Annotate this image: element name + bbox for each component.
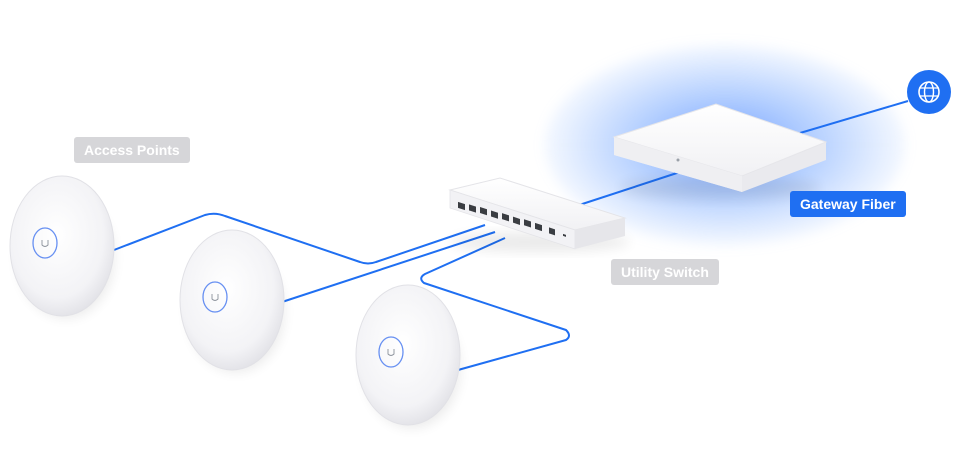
gateway-fiber-label: Gateway Fiber [790, 191, 906, 217]
cable-ap3-to-switch [420, 237, 570, 371]
switch-ports [458, 201, 566, 237]
access-point-2 [179, 229, 285, 372]
access-point-3 [355, 284, 461, 428]
utility-switch-label: Utility Switch [611, 259, 719, 285]
access-points-label: Access Points [74, 137, 190, 163]
access-point-1 [9, 175, 115, 318]
globe-icon [907, 70, 951, 114]
cable-gateway-to-internet [799, 100, 909, 134]
utility-switch-device [448, 177, 630, 252]
cable-ap1-to-switch [113, 212, 486, 265]
gateway-device [612, 103, 828, 200]
cables [113, 100, 909, 371]
